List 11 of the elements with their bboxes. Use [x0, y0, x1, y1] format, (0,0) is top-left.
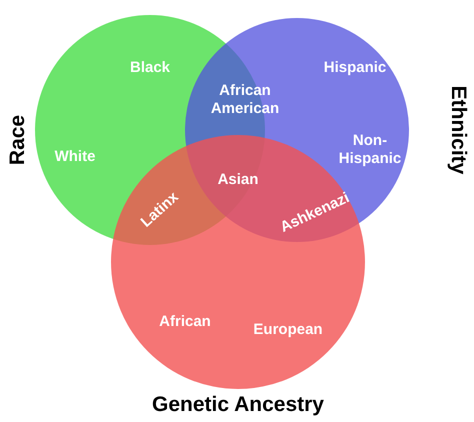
set-heading: Race	[6, 114, 30, 166]
region-label: Hispanic	[324, 59, 386, 77]
region-label: White	[54, 148, 96, 166]
set-heading: Genetic Ancestry	[152, 393, 324, 417]
set-heading: Ethnicity	[446, 86, 470, 174]
region-label: Asian	[218, 171, 258, 189]
region-label: African American	[210, 82, 280, 118]
region-label: Non-Hispanic	[338, 132, 402, 168]
region-label: African	[159, 313, 211, 331]
region-label: European	[253, 321, 323, 339]
region-label: Black	[130, 59, 170, 77]
